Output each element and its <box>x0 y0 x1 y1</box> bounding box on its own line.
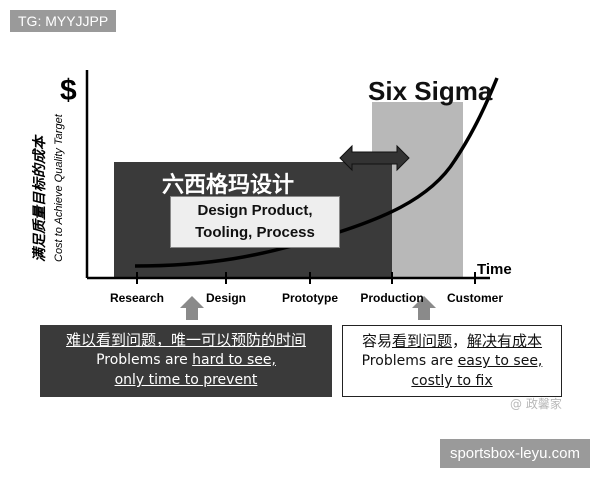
stage-customer: Customer <box>447 291 503 305</box>
left-box-line2: only time to prevent <box>114 372 258 388</box>
up-arrow-left <box>180 296 204 320</box>
stage-prototype: Prototype <box>282 291 338 305</box>
cost-curve <box>134 77 499 268</box>
stage-labels: Research Design Prototype Production Cus… <box>110 291 503 305</box>
right-box-line1-prefix: Problems are <box>361 353 458 369</box>
up-arrow-right <box>412 296 436 320</box>
right-box-title-d: 解决有成本 <box>467 332 543 350</box>
right-box-title-a: 容易 <box>361 332 392 350</box>
right-box-title-c: ， <box>452 332 468 350</box>
x-axis-ticks <box>136 272 476 284</box>
stage-production: Production <box>360 291 423 305</box>
double-arrow <box>339 144 410 172</box>
dollar-symbol: $ <box>60 74 77 107</box>
six-sigma-label: Six Sigma <box>368 76 493 106</box>
left-box-line1-emph: hard to see, <box>192 352 276 368</box>
y-axis-label-cn: 满足质量目标的成本 <box>31 134 48 262</box>
stage-research: Research <box>110 291 164 305</box>
bottom-right-tag: sportsbox-leyu.com <box>439 439 590 468</box>
design-box-line1: Design Product, <box>197 202 313 219</box>
top-left-tag: TG: MYYJJPP <box>10 10 117 32</box>
right-box-title-b: 看到问题 <box>391 332 452 350</box>
watermark-text: @ 政馨家 <box>510 397 562 411</box>
design-box-line2: Tooling, Process <box>195 224 315 241</box>
y-axis-label-en: Cost to Achieve Quality Target <box>53 113 65 262</box>
left-box-title: 难以看到问题，唯一可以预防的时间 <box>65 331 306 349</box>
design-title-cn: 六西格玛设计 <box>162 172 294 198</box>
early-phase-box: 难以看到问题，唯一可以预防的时间 Problems are hard to se… <box>40 325 332 397</box>
time-axis-label: Time <box>477 261 512 278</box>
design-product-box: Design Product, Tooling, Process <box>170 196 340 248</box>
late-phase-box: 容易看到问题，解决有成本 Problems are easy to see, c… <box>342 325 562 397</box>
stage-design: Design <box>206 291 246 305</box>
right-box-line1-emph: easy to see, <box>457 353 543 369</box>
right-box-line2: costly to fix <box>411 373 493 389</box>
left-box-line1-prefix: Problems are <box>96 352 193 368</box>
